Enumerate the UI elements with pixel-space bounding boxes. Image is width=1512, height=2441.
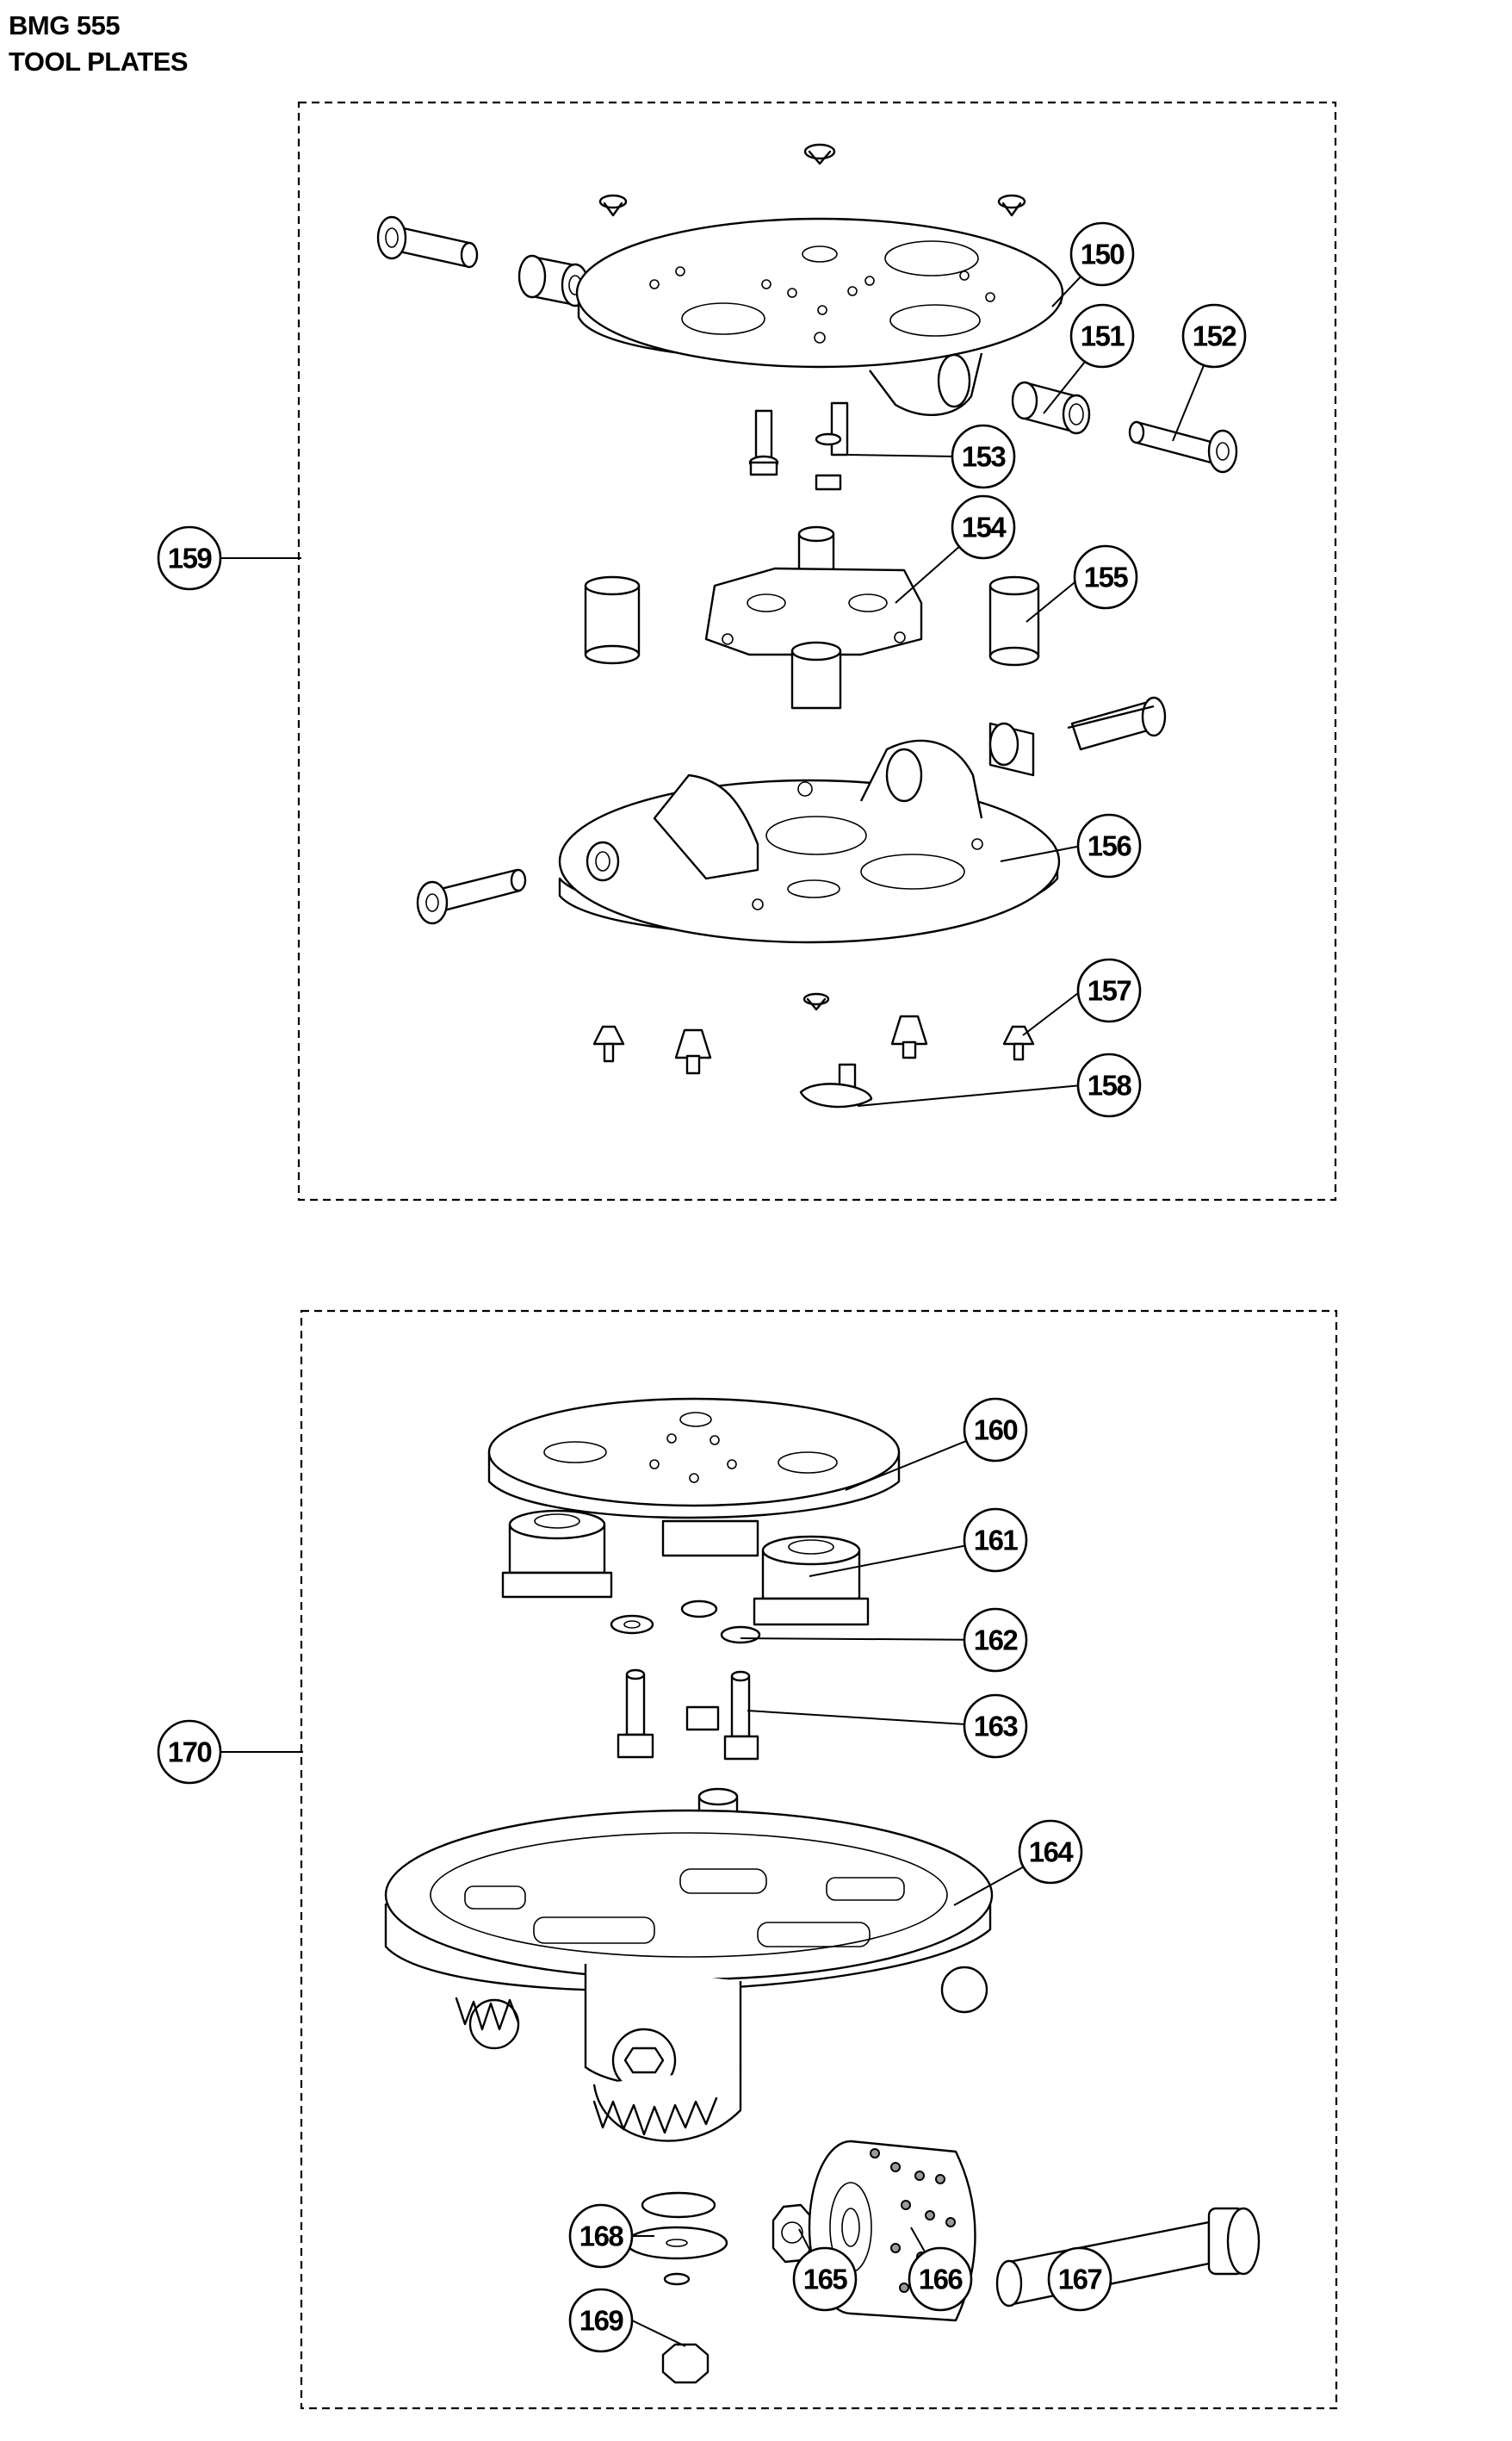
clip-158 bbox=[799, 1063, 873, 1109]
svg-text:167: 167 bbox=[1058, 2264, 1102, 2295]
bolt-lower-right bbox=[1067, 705, 1155, 730]
svg-text:161: 161 bbox=[974, 1525, 1019, 1556]
screw-top-right bbox=[997, 194, 1026, 217]
callout-158[interactable]: 158 bbox=[1076, 1053, 1142, 1118]
screw-top-center bbox=[803, 143, 836, 165]
callout-155[interactable]: 155 bbox=[1073, 544, 1138, 610]
svg-text:165: 165 bbox=[803, 2264, 848, 2295]
callout-156[interactable]: 156 bbox=[1076, 813, 1142, 879]
svg-text:155: 155 bbox=[1084, 562, 1129, 593]
svg-text:153: 153 bbox=[962, 441, 1007, 473]
section-title: TOOL PLATES bbox=[9, 47, 189, 77]
tool-plate-top bbox=[376, 143, 1064, 416]
model-name: BMG 555 bbox=[9, 10, 121, 40]
svg-text:166: 166 bbox=[919, 2264, 964, 2295]
svg-text:154: 154 bbox=[962, 512, 1007, 543]
tool-plate-bottom-156 bbox=[558, 696, 1167, 944]
callout-154[interactable]: 154 bbox=[951, 494, 1016, 560]
svg-text:168: 168 bbox=[579, 2221, 624, 2252]
svg-text:159: 159 bbox=[168, 543, 213, 575]
leader-lines bbox=[219, 253, 1215, 2347]
callout-161[interactable]: 161 bbox=[963, 1507, 1028, 1573]
screws-157 bbox=[592, 992, 1035, 1075]
washers-162 bbox=[610, 1599, 761, 1644]
assembly-170-frame bbox=[300, 1309, 1338, 2410]
svg-text:152: 152 bbox=[1193, 320, 1237, 352]
bolt-upper-left bbox=[376, 215, 479, 269]
callout-157[interactable]: 157 bbox=[1076, 958, 1142, 1023]
svg-text:162: 162 bbox=[974, 1624, 1019, 1656]
rotor-plate-164 bbox=[384, 1787, 994, 2142]
svg-text:160: 160 bbox=[974, 1414, 1018, 1446]
rubber-dampers-161 bbox=[501, 1509, 870, 1626]
svg-text:151: 151 bbox=[1081, 320, 1125, 352]
callout-168[interactable]: 168 bbox=[568, 2203, 634, 2269]
callout-170[interactable]: 170 bbox=[157, 1719, 222, 1785]
callout-162[interactable]: 162 bbox=[963, 1607, 1028, 1673]
pins-153 bbox=[748, 401, 849, 491]
callout-163[interactable]: 163 bbox=[963, 1693, 1028, 1759]
bushing-151 bbox=[1011, 381, 1091, 435]
screws-163 bbox=[617, 1668, 759, 1761]
callout-167[interactable]: 167 bbox=[1047, 2246, 1112, 2312]
callout-151[interactable]: 151 bbox=[1069, 303, 1135, 369]
screw-top-left bbox=[598, 194, 628, 217]
svg-text:157: 157 bbox=[1088, 975, 1131, 1007]
svg-text:163: 163 bbox=[974, 1711, 1019, 1742]
svg-text:170: 170 bbox=[168, 1736, 212, 1768]
callout-160[interactable]: 160 bbox=[963, 1397, 1028, 1463]
callout-169[interactable]: 169 bbox=[568, 2288, 634, 2353]
callout-152[interactable]: 152 bbox=[1181, 303, 1247, 369]
mounting-plate-160 bbox=[487, 1397, 901, 1519]
svg-text:158: 158 bbox=[1088, 1070, 1132, 1102]
svg-text:156: 156 bbox=[1088, 830, 1132, 862]
assembly-159-frame bbox=[297, 101, 1337, 1202]
bolt-lower-left bbox=[416, 868, 527, 925]
callout-153[interactable]: 153 bbox=[951, 424, 1016, 489]
callout-165[interactable]: 165 bbox=[792, 2246, 858, 2312]
hub-154 bbox=[704, 525, 923, 710]
rubber-elements-155 bbox=[584, 575, 1040, 667]
callout-150[interactable]: 150 bbox=[1069, 221, 1135, 287]
svg-text:164: 164 bbox=[1029, 1836, 1075, 1868]
nut-169 bbox=[661, 2343, 710, 2384]
washer-168 bbox=[625, 2191, 728, 2286]
callout-159[interactable]: 159 bbox=[157, 525, 222, 591]
bolt-152 bbox=[1128, 420, 1238, 474]
callout-164[interactable]: 164 bbox=[1018, 1819, 1083, 1885]
axle-pin-167 bbox=[995, 2207, 1261, 2307]
callout-166[interactable]: 166 bbox=[908, 2246, 973, 2312]
svg-text:169: 169 bbox=[579, 2305, 624, 2337]
svg-text:150: 150 bbox=[1081, 239, 1125, 270]
